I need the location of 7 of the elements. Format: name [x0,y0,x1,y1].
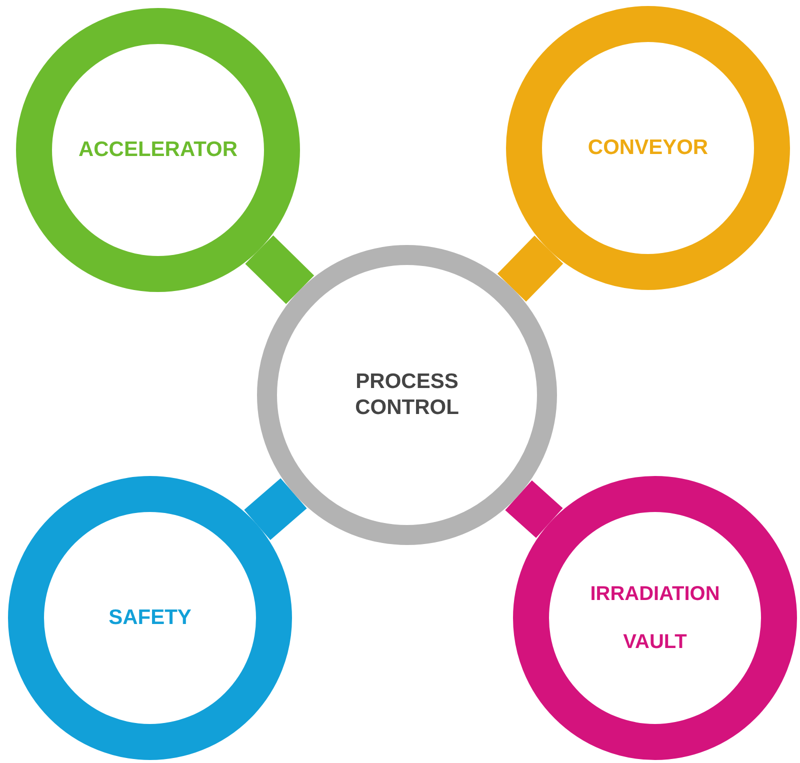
connector-band [497,236,564,302]
node-label: PROCESS CONTROL [354,369,460,421]
node-label: IRRADIATION VAULT [589,582,721,655]
node-label: ACCELERATOR [77,137,239,164]
node-label: SAFETY [108,605,192,632]
node-label: CONVEYOR [586,135,710,162]
connector-band [505,480,563,538]
